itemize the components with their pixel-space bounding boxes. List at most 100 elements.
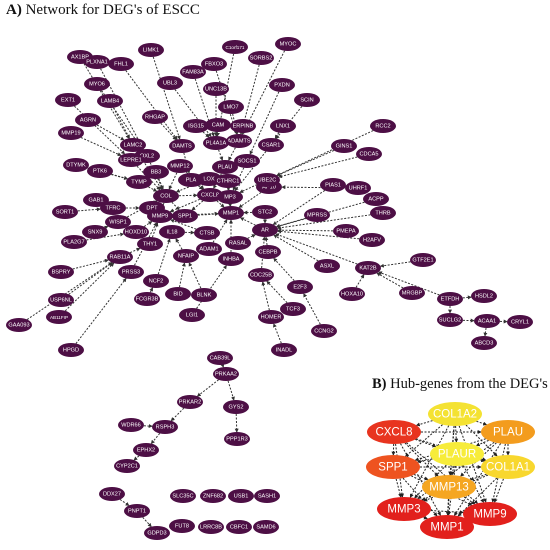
node-cyp2c1[interactable]: CYP2C1 — [114, 459, 140, 473]
node-bb3[interactable]: BB3 — [143, 165, 169, 179]
node-mmp9[interactable]: MMP9 — [147, 209, 173, 223]
node-asxl[interactable]: ASXL — [314, 259, 340, 273]
node-blnk[interactable]: BLNK — [191, 288, 217, 302]
node-gdpd3[interactable]: GDPD3 — [144, 526, 170, 540]
node-gtf2e1[interactable]: GTF2E1 — [410, 253, 436, 267]
node-adamts[interactable]: ADAMTS — [226, 134, 252, 148]
node-cthrc1[interactable]: CTHRC1 — [215, 174, 241, 188]
node-dtymk[interactable]: DTYMK — [63, 158, 89, 172]
hub-node-spp1[interactable]: SPP1 — [366, 455, 420, 479]
node-gaa093[interactable]: GAA093 — [6, 318, 32, 332]
node-socs1[interactable]: SOCS1 — [234, 154, 260, 168]
node-ccng2[interactable]: CCNG2 — [311, 324, 337, 338]
node-tfrc[interactable]: TFRC — [100, 201, 126, 215]
node-ube2c[interactable]: UBE2C — [254, 173, 280, 187]
node-acaa1[interactable]: ACAA1 — [474, 314, 500, 328]
node-lgi1[interactable]: LGI1 — [179, 308, 205, 322]
node-myo6[interactable]: MYO6 — [84, 77, 110, 91]
node-ctsb[interactable]: CTSB — [194, 226, 220, 240]
node-csar1[interactable]: CSAR1 — [258, 138, 284, 152]
node-agrn[interactable]: AGRN — [75, 113, 101, 127]
node-gys2[interactable]: GYS2 — [223, 400, 249, 414]
node-pla2g7[interactable]: PLA2G7 — [61, 235, 87, 249]
hub-node-plau[interactable]: PLAU — [481, 420, 535, 444]
node-ptk6[interactable]: PTK6 — [87, 164, 113, 178]
node-bid[interactable]: BID — [165, 287, 191, 301]
hub-node-col1a2[interactable]: COL1A2 — [428, 402, 482, 426]
hub-node-mmp9[interactable]: MMP9 — [463, 502, 517, 526]
node-col[interactable]: COL — [153, 189, 179, 203]
node-prkar2[interactable]: PRKAR2 — [177, 395, 203, 409]
node-acpp[interactable]: ACPP — [363, 192, 389, 206]
node-slc35c[interactable]: SLC35C — [170, 489, 196, 503]
node-rasal[interactable]: RASAL — [225, 236, 251, 250]
node-gins1[interactable]: GINS1 — [331, 139, 357, 153]
node-il18[interactable]: IL18 — [159, 225, 185, 239]
node-mmp12[interactable]: MMP12 — [167, 159, 193, 173]
node-inhba[interactable]: INHBA — [218, 252, 244, 266]
node-lamc2[interactable]: LAMC2 — [120, 138, 146, 152]
node-spp1[interactable]: SPP1 — [172, 209, 198, 223]
node-cxcl8[interactable]: CXCL8 — [197, 188, 223, 202]
node-hpgd[interactable]: HPGD — [58, 343, 84, 357]
node-cab39l[interactable]: CAB39L — [207, 351, 233, 365]
hub-node-col1a1[interactable]: COL1A1 — [481, 455, 535, 479]
node-cdca5[interactable]: CDCA5 — [356, 147, 382, 161]
node-abcd3[interactable]: ABCD3 — [471, 336, 497, 350]
node-prkaa2[interactable]: PRKAA2 — [213, 367, 239, 381]
node-hoxd10[interactable]: HOXD10 — [123, 225, 149, 239]
node-mrgbp[interactable]: MRGBP — [399, 286, 425, 300]
node-cryl1[interactable]: CRYL1 — [507, 315, 533, 329]
node-sorbs2[interactable]: SORBS2 — [248, 51, 274, 65]
node-ab11fip[interactable]: AB11FIP — [46, 310, 72, 324]
node-cbfc1[interactable]: CBFC1 — [226, 520, 252, 534]
node-homer[interactable]: HOMER — [258, 310, 284, 324]
node-fhl1[interactable]: FHL1 — [108, 57, 134, 71]
node-plxna1[interactable]: PLXNA1 — [84, 55, 110, 69]
node-mmp19[interactable]: MMP19 — [58, 126, 84, 140]
node-nfaip[interactable]: NFAIP — [173, 249, 199, 263]
node-ephx2[interactable]: EPHX2 — [133, 443, 159, 457]
node-stc2[interactable]: STC2 — [252, 205, 278, 219]
node-erpinb[interactable]: ERPINB — [230, 119, 256, 133]
node-adam1[interactable]: ADAM1 — [196, 242, 222, 256]
node-tymp[interactable]: TYMP — [126, 175, 152, 189]
node-cam[interactable]: CAM — [205, 118, 231, 132]
node-lamb4[interactable]: LAMB4 — [97, 94, 123, 108]
node-c1orf171[interactable]: C1orf171 — [222, 40, 248, 54]
node-myoc[interactable]: MYOC — [275, 37, 301, 51]
node-mprss[interactable]: MPRSS — [304, 208, 330, 222]
node-h2afv[interactable]: H2AFV — [359, 233, 385, 247]
node-znf682[interactable]: ZNF682 — [200, 489, 226, 503]
node-pnpt1[interactable]: PNPT1 — [124, 504, 150, 518]
node-lnx1[interactable]: LNX1 — [270, 119, 296, 133]
node-pl4a1a[interactable]: PL4A1A — [203, 136, 229, 150]
hub-node-mmp13[interactable]: MMP13 — [422, 475, 476, 499]
node-cebpb[interactable]: CEBPB — [255, 245, 281, 259]
hub-node-cxcl8[interactable]: CXCL8 — [367, 420, 421, 444]
node-lepre1[interactable]: LEPRE1 — [118, 153, 144, 167]
node-e2f3[interactable]: E2F3 — [287, 280, 313, 294]
node-pias1[interactable]: PIAS1 — [320, 178, 346, 192]
node-rhgap[interactable]: RHGAP — [142, 110, 168, 124]
node-wisp1[interactable]: WISP1 — [105, 215, 131, 229]
node-ext1[interactable]: EXT1 — [55, 93, 81, 107]
node-rsph3[interactable]: RSPH3 — [152, 420, 178, 434]
node-usb1[interactable]: USB1 — [228, 489, 254, 503]
node-rab11a[interactable]: RAB11A — [107, 250, 133, 264]
node-lrrc8b[interactable]: LRRC8B — [198, 520, 224, 534]
node-ddx27[interactable]: DDX27 — [99, 487, 125, 501]
node-ppp1r3[interactable]: PPP1R3 — [224, 432, 250, 446]
node-cdc25b[interactable]: CDC25B — [248, 268, 274, 282]
node-isg15[interactable]: ISG15 — [183, 119, 209, 133]
node-samd6[interactable]: SAMD6 — [253, 520, 279, 534]
node-plau[interactable]: PLAU — [212, 160, 238, 174]
node-sort1[interactable]: SORT1 — [52, 205, 78, 219]
hub-node-mmp3[interactable]: MMP3 — [377, 497, 431, 521]
node-mmp1[interactable]: MMP1 — [218, 206, 244, 220]
node-unc13b[interactable]: UNC13B — [203, 82, 229, 96]
node-suclg2[interactable]: SUCLG2 — [437, 313, 463, 327]
node-prss3[interactable]: PRSS3 — [118, 265, 144, 279]
node-ncf2[interactable]: NCF2 — [143, 274, 169, 288]
node-pmepa[interactable]: PMEPA — [333, 224, 359, 238]
